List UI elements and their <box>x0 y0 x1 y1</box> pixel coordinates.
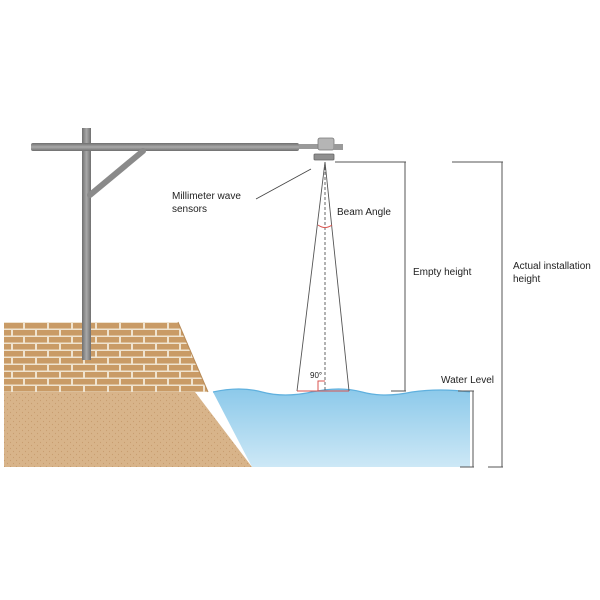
sensor-label-line2: sensors <box>172 204 208 215</box>
vertical-pole <box>82 128 91 360</box>
water-depth-marker <box>458 390 474 468</box>
empty-height-label: Empty height <box>413 267 472 278</box>
brick-wall-edge <box>177 321 209 393</box>
empty-height-dimension <box>335 161 406 392</box>
actual-height-label-line1: Actual installation <box>513 261 591 272</box>
right-angle-marker <box>317 380 325 391</box>
beam-cone <box>296 161 350 392</box>
beam-angle-arc <box>317 224 333 228</box>
actual-height-label-line2: height <box>513 274 541 285</box>
water-body <box>213 389 470 467</box>
actual-height-dimension <box>452 161 503 468</box>
embankment-slope <box>4 388 252 467</box>
water-surface-line <box>212 388 471 396</box>
sensor-label-line1: Millimeter wave <box>172 191 241 202</box>
beam-angle-label: Beam Angle <box>337 207 391 218</box>
right-angle-label: 90° <box>310 371 323 380</box>
sensor-mount-icon <box>299 137 343 161</box>
brick-wall <box>4 322 208 392</box>
actual-height-label: Actual installation height <box>513 260 591 286</box>
sensor-label: Millimeter wave sensors <box>172 190 241 216</box>
sensor-leader-line <box>255 168 312 200</box>
horizontal-arm <box>31 143 299 151</box>
water-level-label: Water Level <box>441 375 494 386</box>
diagonal-brace <box>87 148 146 198</box>
